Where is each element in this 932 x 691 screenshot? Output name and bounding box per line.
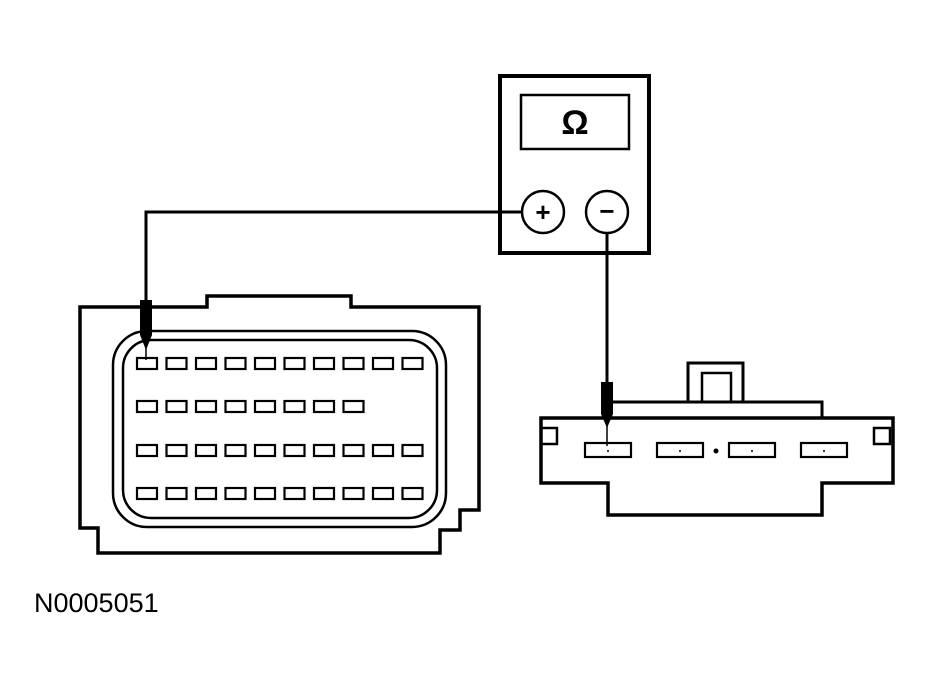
connector-pin-cavity — [224, 486, 247, 501]
connector-pin-cavity — [312, 356, 336, 371]
connector-pin-cavity — [224, 399, 247, 414]
positive-probe-tip — [140, 300, 152, 350]
connector-pin-cavity — [194, 486, 218, 501]
connector-pin-cavity — [253, 399, 277, 414]
connector-pin-cavity — [583, 441, 633, 459]
connector-pin-cavity — [799, 441, 849, 459]
connector-pin-cavity — [342, 356, 365, 371]
small-connector-latch-window — [700, 371, 733, 404]
connector-pin-cavity — [194, 443, 218, 458]
connector-pin-cavity — [283, 356, 306, 371]
connector-pin-cavity — [371, 443, 395, 458]
connector-pin-cavity — [224, 356, 247, 371]
negative-probe — [601, 382, 613, 446]
connector-pin-cavity — [253, 443, 277, 458]
connector-pin-cavity — [135, 399, 159, 414]
positive-terminal-label: + — [535, 197, 550, 227]
connector-pin-cavity — [371, 486, 395, 501]
connector-pin-cavity — [312, 486, 336, 501]
negative-probe-tip — [601, 382, 613, 428]
small-connector-left-tab — [539, 426, 559, 446]
pin-contact-dot — [823, 450, 825, 452]
small-connector-pins — [583, 441, 849, 459]
small-connector-right-tab — [872, 426, 892, 446]
connector-pin-cavity — [135, 356, 159, 371]
connector-pin-cavity — [401, 486, 424, 501]
connector-pin-cavity — [165, 486, 188, 501]
connector-pin-cavity — [342, 399, 365, 414]
ohmmeter-display — [519, 93, 631, 151]
large-connector-inner-rim — [121, 338, 439, 520]
connector-pin-cavity — [135, 443, 159, 458]
connector-pin-cavity — [135, 486, 159, 501]
small-connector-housing — [539, 416, 895, 517]
connector-pin-cavity — [727, 441, 777, 459]
ohmmeter: Ω + − — [498, 74, 651, 255]
connector-pin-cavity — [342, 443, 365, 458]
pin-contact-dot — [607, 450, 609, 452]
ohmmeter-body — [498, 74, 651, 255]
connector-pin-cavity — [283, 399, 306, 414]
connector-pin-cavity — [194, 356, 218, 371]
connector-pin-cavity — [165, 399, 188, 414]
small-connector — [539, 361, 895, 517]
ohm-symbol: Ω — [561, 104, 588, 142]
negative-terminal-label: − — [599, 196, 614, 226]
connector-pin-cavity — [224, 443, 247, 458]
pin-contact-dot — [679, 450, 681, 452]
positive-probe — [140, 300, 152, 360]
small-connector-top-ridge — [606, 400, 824, 418]
connector-pin-cavity — [165, 443, 188, 458]
large-connector-pins — [135, 356, 424, 501]
positive-test-lead — [144, 210, 522, 308]
connector-pin-cavity — [283, 486, 306, 501]
connector-pin-cavity — [283, 443, 306, 458]
connector-pin-cavity — [312, 443, 336, 458]
small-connector-center-dot — [713, 448, 719, 454]
small-connector-latch — [686, 361, 745, 404]
connector-pin-cavity — [253, 486, 277, 501]
large-connector-outer-rim — [111, 329, 448, 529]
figure-reference-number: N0005051 — [34, 588, 159, 618]
large-connector — [78, 294, 481, 555]
connector-pin-cavity — [401, 443, 424, 458]
connector-pin-cavity — [253, 356, 277, 371]
large-connector-housing — [78, 294, 481, 555]
connector-pin-cavity — [312, 399, 336, 414]
connector-pin-cavity — [371, 356, 395, 371]
connector-pin-cavity — [165, 356, 188, 371]
connector-pin-cavity — [401, 356, 424, 371]
connector-pin-cavity — [194, 399, 218, 414]
connector-pin-cavity — [655, 441, 705, 459]
pin-contact-dot — [751, 450, 753, 452]
connector-pin-cavity — [342, 486, 365, 501]
